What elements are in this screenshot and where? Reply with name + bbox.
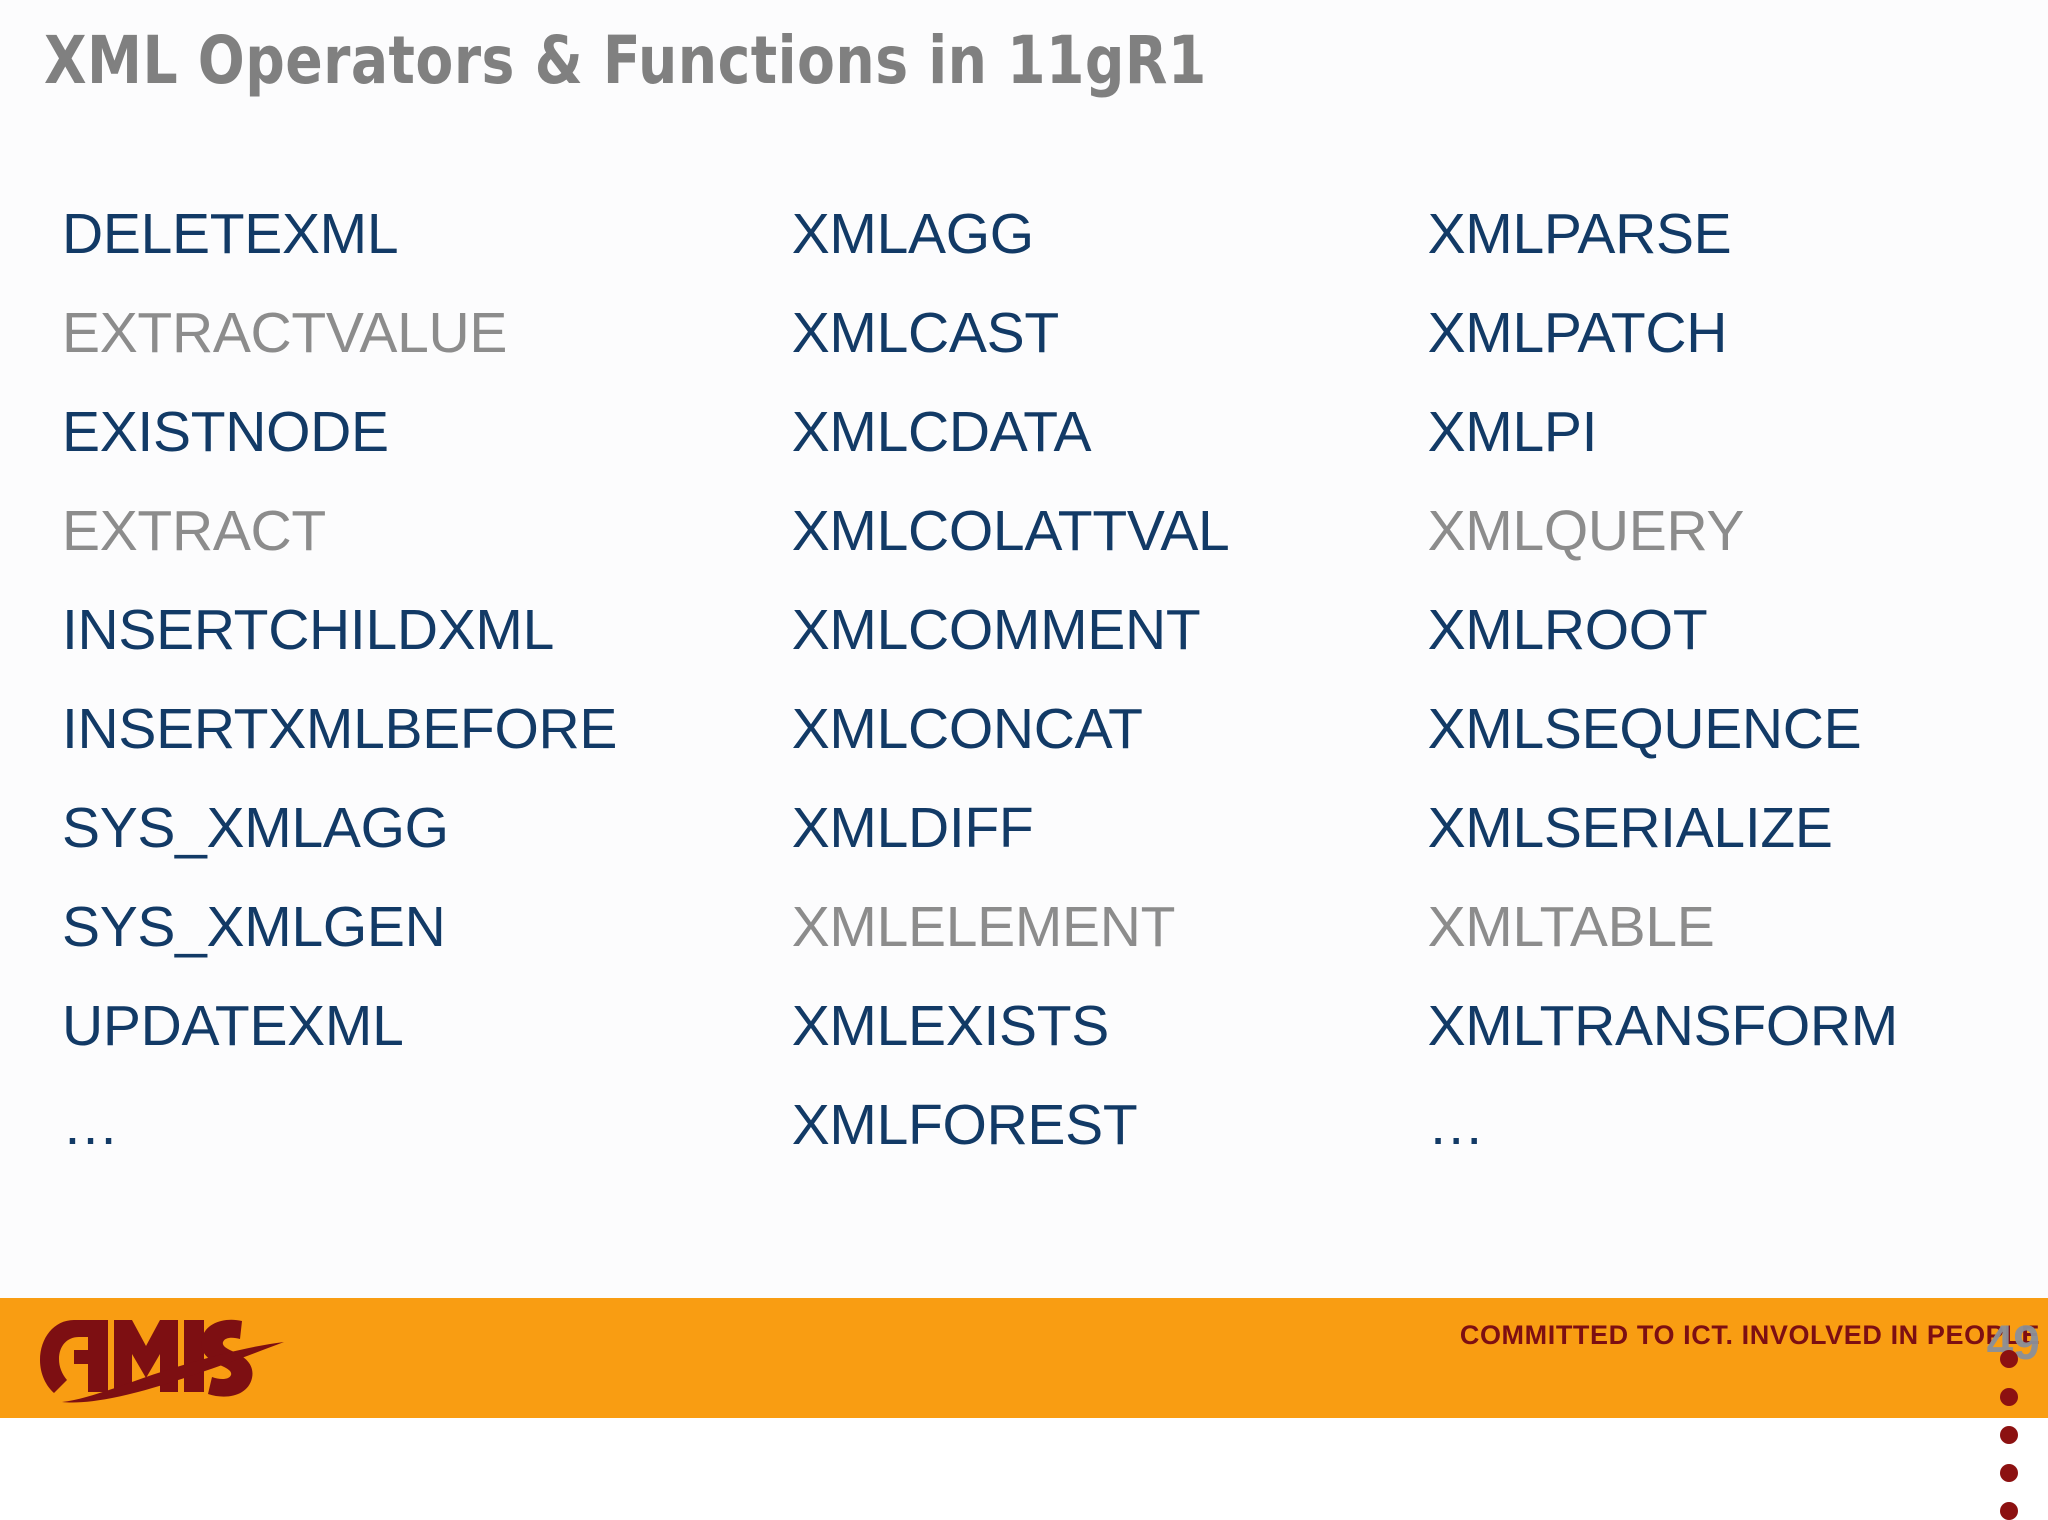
amis-logo xyxy=(40,1319,284,1403)
function-column-2: XMLAGG XMLCAST XMLCDATA XMLCOLATTVAL XML… xyxy=(760,185,1405,1295)
function-item: SYS_XMLAGG xyxy=(62,796,449,860)
page-title: XML Operators & Functions in 11gR1 xyxy=(44,22,1207,99)
dot-icon xyxy=(2000,1426,2018,1444)
footer-tagline: COMMITTED TO ICT. INVOLVED IN PEOPLE xyxy=(1459,1320,2040,1350)
function-item: INSERTCHILDXML xyxy=(62,598,555,662)
function-columns: DELETEXML EXTRACTVALUE EXISTNODE EXTRACT… xyxy=(0,185,2048,1295)
function-item: XMLDIFF xyxy=(791,796,1034,860)
function-item: DELETEXML xyxy=(62,202,399,266)
function-column-1: DELETEXML EXTRACTVALUE EXISTNODE EXTRACT… xyxy=(0,185,760,1295)
function-item: XMLELEMENT xyxy=(791,895,1176,959)
function-item: UPDATEXML xyxy=(62,994,404,1058)
function-item: XMLROOT xyxy=(1427,598,1708,662)
function-item: SYS_XMLGEN xyxy=(62,895,446,959)
function-item: XMLCOMMENT xyxy=(791,598,1201,662)
dot-icon xyxy=(2000,1350,2018,1368)
function-item-ellipsis: … xyxy=(1427,1093,1487,1157)
function-column-3: XMLPARSE XMLPATCH XMLPI XMLQUERY XMLROOT… xyxy=(1405,185,2048,1295)
function-item: EXISTNODE xyxy=(62,400,389,464)
function-item-ellipsis: … xyxy=(62,1093,121,1157)
slide-canvas: XML Operators & Functions in 11gR1 DELET… xyxy=(0,22,2048,1520)
function-item: INSERTXMLBEFORE xyxy=(62,697,618,761)
function-item: XMLTABLE xyxy=(1427,895,1715,959)
dot-icon xyxy=(2000,1464,2018,1482)
function-item: XMLAGG xyxy=(791,202,1034,266)
function-item: XMLSERIALIZE xyxy=(1427,796,1833,860)
function-item: XMLTRANSFORM xyxy=(1427,994,1899,1058)
function-item: XMLFOREST xyxy=(791,1093,1138,1157)
function-item: XMLPARSE xyxy=(1427,202,1732,266)
function-item: XMLQUERY xyxy=(1427,499,1745,563)
function-item: EXTRACT xyxy=(62,499,326,563)
function-item: XMLPATCH xyxy=(1427,301,1728,365)
dot-icon xyxy=(2000,1502,2018,1520)
dot-decoration xyxy=(1998,1350,2020,1520)
function-item: EXTRACTVALUE xyxy=(62,301,508,365)
function-item: XMLPI xyxy=(1427,400,1598,464)
function-item: XMLCDATA xyxy=(791,400,1092,464)
function-item: XMLCOLATTVAL xyxy=(791,499,1230,563)
footer-bar: COMMITTED TO ICT. INVOLVED IN PEOPLE 49 xyxy=(0,1298,2048,1520)
function-item: XMLEXISTS xyxy=(791,994,1110,1058)
function-item: XMLSEQUENCE xyxy=(1427,697,1862,761)
function-item: XMLCONCAT xyxy=(791,697,1143,761)
dot-icon xyxy=(2000,1388,2018,1406)
function-item: XMLCAST xyxy=(791,301,1059,365)
